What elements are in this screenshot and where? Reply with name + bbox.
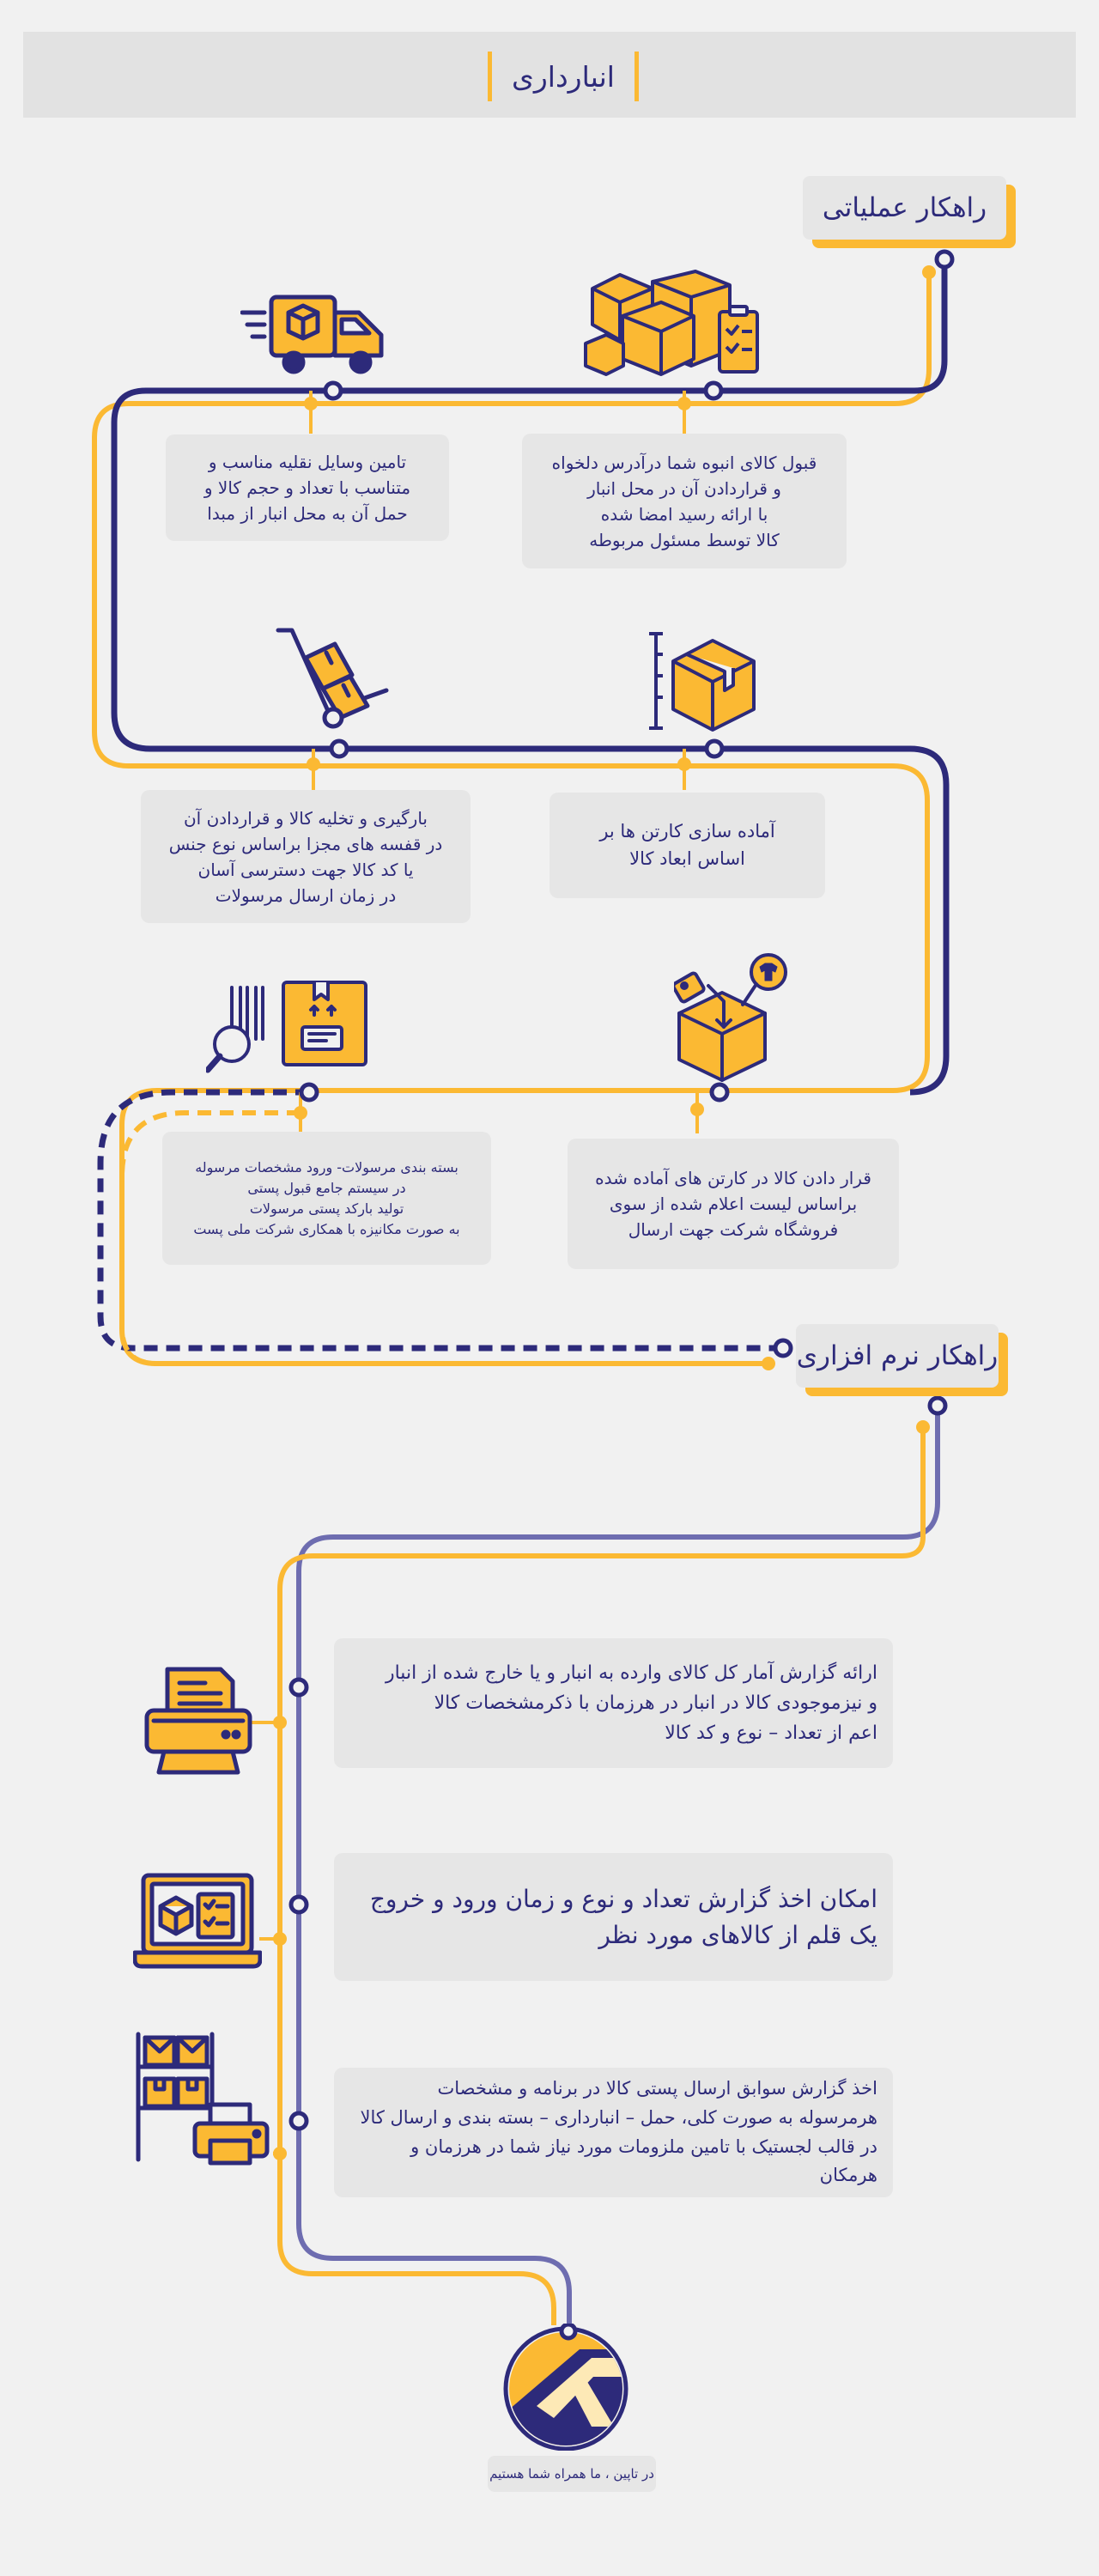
hand-truck-icon (276, 628, 389, 729)
packing-box-icon (674, 953, 787, 1082)
laptop-report-icon (133, 1873, 262, 1969)
header-bar (23, 32, 1076, 118)
footer-tagline: در تاپین ، ما همراه شما هستیم (488, 2456, 656, 2492)
warehouse-printer-icon (136, 2032, 270, 2166)
step-box-loading: بارگیری و تخلیه کالا و قراردادن آن در قف… (141, 790, 471, 923)
software-box-stock-report: ارائه گزارش آمار کل کالای وارده به انبار… (334, 1638, 893, 1768)
boxes-clipboard-icon (584, 270, 759, 376)
section-label-operational: راهکار عملیاتی (803, 176, 1006, 240)
step-box-transport: تامین وسایل نقلیه مناسب و متناسب با تعدا… (166, 434, 449, 541)
software-box-item-report: امکان اخذ گزارش تعداد و نوع و زمان ورود … (334, 1853, 893, 1981)
barcode-scan-icon (206, 981, 367, 1073)
delivery-truck-icon (240, 295, 384, 374)
printer-icon (144, 1667, 252, 1775)
company-logo-icon (503, 2324, 628, 2451)
step-box-labeling: بسته بندی مرسولات- ورود مشخصات مرسوله در… (162, 1132, 491, 1265)
step-box-accept-goods: قبول کالای انبوه شما درآدرس دلخواه و قرا… (522, 434, 847, 568)
software-box-shipping-report: اخذ گزارش سوابق ارسال پستی کالا در برنام… (334, 2068, 893, 2197)
step-box-prepare-cartons: آماده سازی کارتن ها بر اساس ابعاد کالا (550, 793, 825, 898)
measured-box-icon (649, 632, 756, 732)
page-title: انبارداری (488, 52, 639, 101)
step-box-packing: قرار دادن کالا در کارتن های آماده شده بر… (568, 1139, 899, 1269)
section-label-software: راهکار نرم افزاری (796, 1324, 999, 1388)
